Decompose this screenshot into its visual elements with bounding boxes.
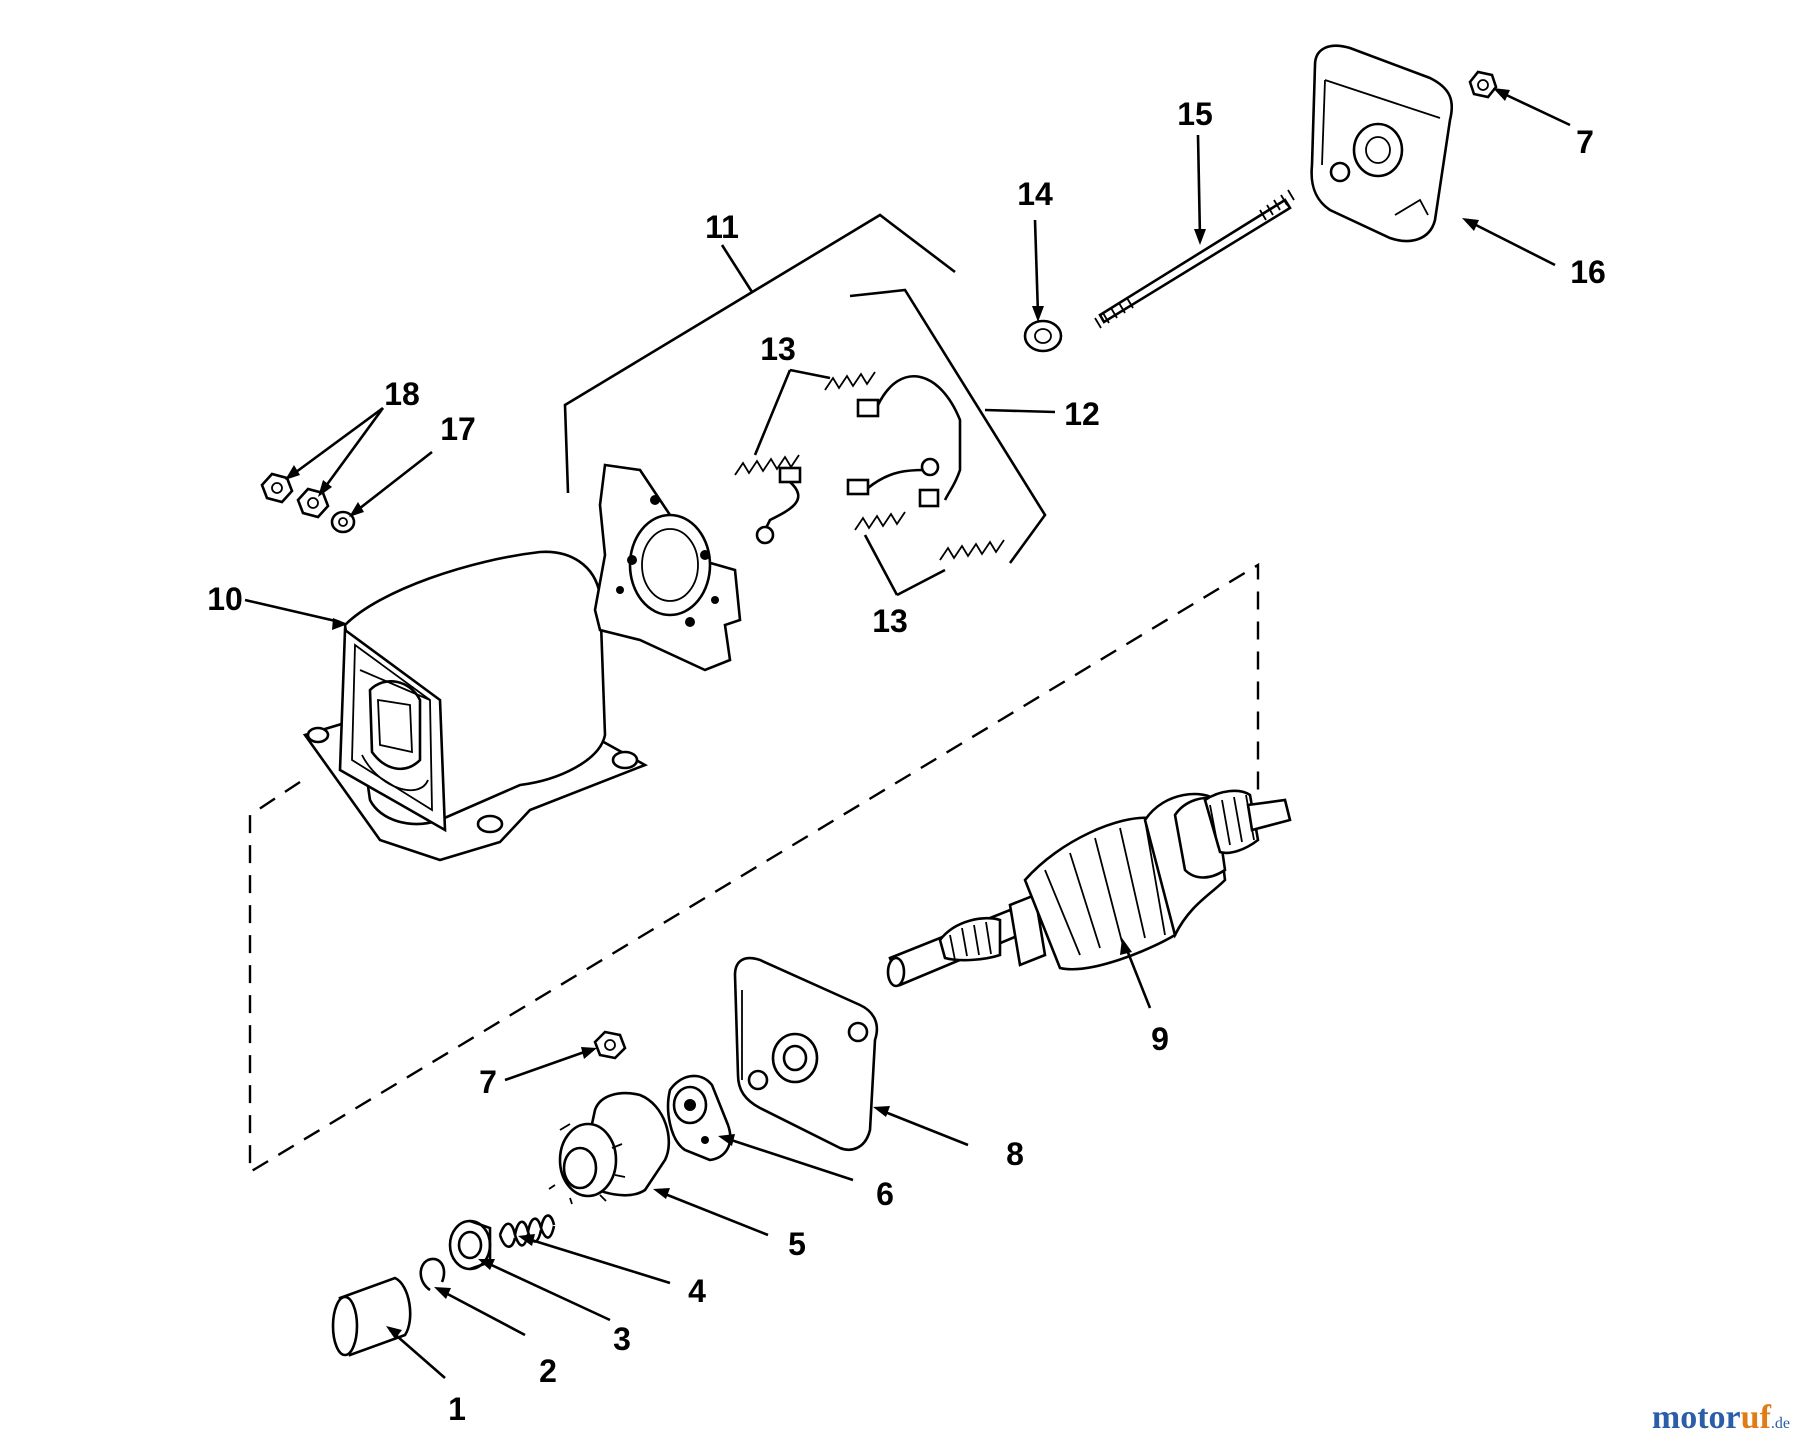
watermark-logo: motoruf.de [1652, 1399, 1790, 1437]
callout-labels: 1 2 3 4 5 6 7 8 9 10 11 12 13 13 14 15 1… [207, 96, 1606, 1427]
callout-13-lower: 13 [872, 603, 908, 639]
drive-end-cap [733, 956, 879, 1151]
callout-14: 14 [1017, 176, 1053, 212]
brush-and-spring-set [734, 371, 1005, 561]
drive-end-plate [666, 1074, 732, 1162]
group-brackets [563, 213, 1047, 564]
dust-cover [331, 1276, 412, 1357]
callout-18: 18 [384, 376, 420, 412]
callout-9: 9 [1151, 1021, 1169, 1057]
lock-washer [330, 510, 356, 534]
callout-3: 3 [613, 1321, 631, 1357]
callout-12: 12 [1064, 396, 1100, 432]
callout-15: 15 [1177, 96, 1213, 132]
through-bolt [1094, 189, 1295, 329]
field-frame-housing [302, 550, 649, 862]
thrust-washer [1023, 319, 1063, 353]
watermark-part-1: motor [1651, 1399, 1741, 1436]
callout-7-lower: 7 [479, 1064, 497, 1100]
callout-7-upper: 7 [1576, 124, 1594, 160]
armature [886, 789, 1292, 988]
watermark-part-2: uf [1740, 1399, 1771, 1436]
callout-16: 16 [1570, 254, 1606, 290]
nut-upper [1468, 70, 1498, 99]
callout-1: 1 [448, 1391, 466, 1427]
callout-17: 17 [440, 411, 476, 447]
hex-nuts [260, 472, 330, 519]
watermark-part-3: .de [1770, 1415, 1790, 1432]
leader-lines [244, 88, 1571, 1379]
callout-10: 10 [207, 581, 243, 617]
callout-13-upper: 13 [760, 331, 796, 367]
assembly-guide-lines [248, 562, 1260, 1175]
commutator-end-cap [1310, 44, 1454, 243]
callout-11: 11 [705, 209, 739, 245]
anti-drift-spring [498, 1214, 556, 1248]
callout-8: 8 [1006, 1136, 1024, 1172]
retaining-ring [419, 1257, 446, 1292]
callout-4: 4 [688, 1273, 706, 1309]
stop-collar [448, 1219, 492, 1271]
callout-2: 2 [539, 1353, 557, 1389]
callout-5: 5 [788, 1226, 806, 1262]
drive-pinion [548, 1091, 671, 1205]
nut-lower [593, 1030, 627, 1060]
brush-plate [593, 463, 742, 672]
callout-6: 6 [876, 1176, 894, 1212]
